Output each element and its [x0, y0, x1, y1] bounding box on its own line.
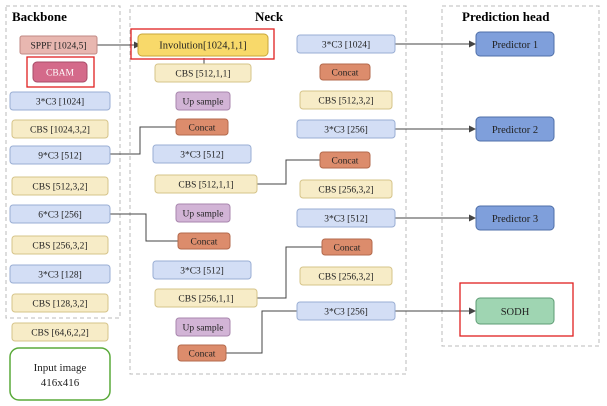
backbone-cbs-256: CBS [256,3,2]	[11, 235, 109, 255]
neck-r-cbs-512: CBS [512,3,2]	[299, 90, 393, 110]
svg-text:3*C3 [512]: 3*C3 [512]	[324, 215, 368, 225]
cbam-highlight	[26, 56, 95, 88]
svg-text:3*C3 [512]: 3*C3 [512]	[180, 151, 224, 161]
cbam-block: CBAM	[32, 61, 88, 83]
neck-title: Neck	[255, 9, 284, 24]
backbone-c3-256: 6*C3 [256]	[9, 204, 111, 224]
svg-text:Concat: Concat	[189, 124, 216, 134]
svg-text:CBS [512,1,1]: CBS [512,1,1]	[178, 181, 233, 191]
svg-text:416x416: 416x416	[41, 377, 80, 389]
neck-upsample-a: Up sample	[175, 91, 231, 111]
predictor-2: Predictor 2	[475, 116, 555, 142]
involution-highlight	[130, 28, 275, 60]
svg-text:CBS [512,3,2]: CBS [512,3,2]	[32, 183, 87, 193]
svg-text:SODH: SODH	[501, 307, 530, 318]
svg-text:Up sample: Up sample	[183, 210, 224, 220]
backbone-c3-128: 3*C3 [128]	[9, 264, 111, 284]
neck-r-cbs-256-b: CBS [256,3,2]	[299, 266, 393, 286]
svg-text:Predictor 3: Predictor 3	[492, 214, 538, 225]
neck-upsample-b: Up sample	[175, 203, 231, 223]
backbone-cbs-64: CBS [64,6,2,2]	[11, 322, 109, 342]
neck-upsample-c: Up sample	[175, 317, 231, 337]
svg-text:9*C3 [512]: 9*C3 [512]	[38, 152, 82, 162]
neck-r-c3-1024: 3*C3 [1024]	[296, 34, 396, 54]
svg-text:Concat: Concat	[332, 157, 359, 167]
svg-text:Involution[1024,1,1]: Involution[1024,1,1]	[159, 41, 247, 52]
svg-text:SPPF [1024,5]: SPPF [1024,5]	[31, 42, 87, 52]
svg-text:CBS [128,3,2]: CBS [128,3,2]	[32, 300, 87, 310]
svg-text:CBS [256,3,2]: CBS [256,3,2]	[32, 242, 87, 252]
backbone-c3-1024: 3*C3 [1024]	[9, 91, 111, 111]
svg-text:3*C3 [512]: 3*C3 [512]	[180, 267, 224, 277]
svg-text:Predictor 1: Predictor 1	[492, 40, 538, 51]
neck-r-c3-256: 3*C3 [256]	[296, 119, 396, 139]
backbone-c3-512: 9*C3 [512]	[9, 145, 111, 165]
neck-c3-512-b: 3*C3 [512]	[152, 260, 252, 280]
neck-r-cbs-256-a: CBS [256,3,2]	[299, 179, 393, 199]
neck-cbs-512-a: CBS [512,1,1]	[154, 63, 252, 83]
svg-text:3*C3 [1024]: 3*C3 [1024]	[322, 41, 370, 51]
neck-r-c3-256-b: 3*C3 [256]	[296, 301, 396, 321]
svg-text:Concat: Concat	[189, 350, 216, 360]
svg-text:Concat: Concat	[332, 69, 359, 79]
svg-text:CBS [512,3,2]: CBS [512,3,2]	[318, 97, 373, 107]
sodh-highlight	[459, 282, 574, 337]
neck-concat-b: Concat	[177, 232, 231, 250]
sppf-block: SPPF [1024,5]	[19, 35, 98, 55]
neck-concat-c: Concat	[177, 344, 227, 362]
head-title: Prediction head	[462, 9, 550, 24]
svg-text:CBAM: CBAM	[46, 69, 75, 79]
backbone-title: Backbone	[12, 9, 67, 24]
svg-text:CBS [512,1,1]: CBS [512,1,1]	[175, 70, 230, 80]
svg-text:6*C3 [256]: 6*C3 [256]	[38, 211, 82, 221]
svg-text:CBS [64,6,2,2]: CBS [64,6,2,2]	[31, 329, 89, 339]
svg-text:3*C3 [256]: 3*C3 [256]	[324, 308, 368, 318]
svg-text:Input image: Input image	[34, 362, 87, 374]
svg-text:3*C3 [256]: 3*C3 [256]	[324, 126, 368, 136]
neck-cbs-256: CBS [256,1,1]	[154, 288, 258, 308]
svg-text:CBS [256,3,2]: CBS [256,3,2]	[318, 186, 373, 196]
neck-r-concat-3: Concat	[321, 238, 373, 256]
predictor-1: Predictor 1	[475, 31, 555, 57]
svg-text:CBS [256,3,2]: CBS [256,3,2]	[318, 273, 373, 283]
svg-text:3*C3 [1024]: 3*C3 [1024]	[36, 98, 84, 108]
neck-cbs-512-b: CBS [512,1,1]	[154, 174, 258, 194]
neck-r-concat-2: Concat	[319, 151, 371, 169]
input-image-block: Input image 416x416	[9, 347, 111, 401]
head-frame	[441, 5, 600, 347]
connectors	[97, 40, 476, 354]
svg-text:Concat: Concat	[191, 238, 218, 248]
svg-text:Up sample: Up sample	[183, 98, 224, 108]
svg-text:Predictor 2: Predictor 2	[492, 125, 538, 136]
sodh-block: SODH	[475, 297, 555, 325]
neck-c3-512-a: 3*C3 [512]	[152, 144, 252, 164]
backbone-cbs-128: CBS [128,3,2]	[11, 293, 109, 313]
svg-text:Up sample: Up sample	[183, 324, 224, 334]
backbone-frame	[5, 5, 121, 319]
svg-text:CBS [256,1,1]: CBS [256,1,1]	[178, 295, 233, 305]
neck-concat-a: Concat	[175, 118, 229, 136]
backbone-cbs-512: CBS [512,3,2]	[11, 176, 109, 196]
svg-text:Concat: Concat	[334, 244, 361, 254]
svg-text:CBS [1024,3,2]: CBS [1024,3,2]	[30, 126, 90, 136]
svg-text:3*C3 [128]: 3*C3 [128]	[38, 271, 82, 281]
neck-r-c3-512: 3*C3 [512]	[296, 208, 396, 228]
backbone-cbs-1024: CBS [1024,3,2]	[11, 119, 109, 139]
predictor-3: Predictor 3	[475, 205, 555, 231]
neck-r-concat-1: Concat	[319, 63, 371, 81]
involution-block: Involution[1024,1,1]	[137, 33, 269, 57]
